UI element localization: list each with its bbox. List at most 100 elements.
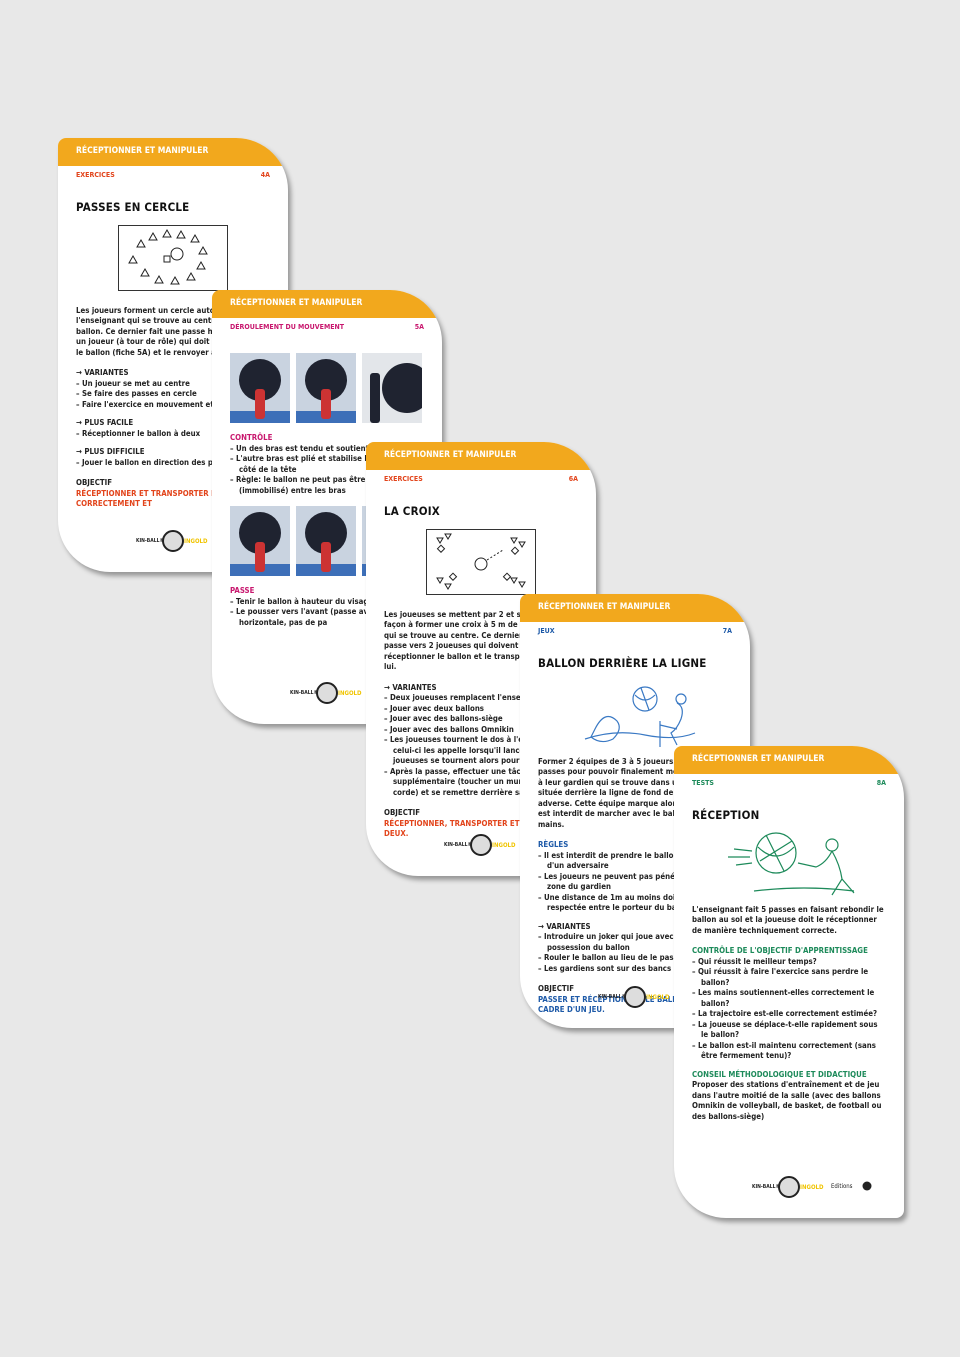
list-item: – Qui réussit à faire l'exercice sans pe… [692, 967, 869, 987]
list-item: – Faire l'exercice en mouvement et [76, 399, 214, 409]
list-item: – Jouer avec deux ballons [384, 703, 484, 713]
card-header: RÉCEPTIONNER ET MANIPULER [674, 746, 904, 774]
card-category: DÉROULEMENT DU MOUVEMENT [230, 323, 345, 331]
list-item: – Jouer avec des ballons-siège [384, 714, 503, 723]
kinball-label: KIN-BALL® [752, 1184, 780, 1190]
list-item: – Un des bras est tendu et soutient le b… [230, 443, 406, 453]
list-item: – Le ballon est-il maintenu correctement… [692, 1040, 876, 1061]
facile-list: – Réceptionner le ballon à deux [76, 429, 270, 440]
list-item: – Les gardiens sont sur des bancs [538, 963, 672, 973]
controle-title: CONTRÔLE DE L'OBJECTIF D'APPRENTISSAGE [692, 946, 868, 955]
controle-list: – Un des bras est tendu et soutient le b… [230, 444, 424, 497]
variantes-title: → VARIANTES [76, 368, 129, 377]
difficile-list: – Jouer le ballon en direction des p [76, 458, 270, 469]
ring-hole-icon [470, 834, 492, 856]
card-intro: Les joueurs forment un cercle autour de … [76, 305, 263, 357]
variantes-title: → VARIANTES [384, 682, 437, 692]
photo [362, 353, 422, 423]
list-item: – Tenir le ballon à hauteur du visage [230, 596, 374, 606]
objectif-text: RÉCEPTIONNER ET TRANSPORTER DE KIN-BALL … [76, 488, 261, 509]
card-body: RÉCEPTION L'enseignant fait 5 passes en … [674, 810, 904, 1122]
list-item: – Les joueurs ne peuvent pas pénétrer da… [538, 871, 721, 892]
photo-row-control [230, 353, 424, 423]
ingold-brand: INGOLD [338, 690, 362, 697]
kinball-label: KIN-BALL® [136, 538, 164, 544]
objectif-text: RÉCEPTIONNER, TRANSPORTER ET BALLON À DE… [384, 818, 562, 839]
photo [230, 353, 290, 423]
ring-hole-icon [624, 986, 646, 1008]
list-item: – L'autre bras est plié et stabilise le … [230, 454, 406, 474]
card-category: EXERCICES [76, 171, 115, 179]
list-item: – Rouler le ballon au lieu de le passer [538, 953, 686, 962]
ingold-brand: INGOLD [646, 994, 670, 1001]
card-subheader: JEUX 7A [520, 622, 750, 635]
card-category: EXERCICES [384, 475, 423, 483]
ingold-brand: INGOLD [800, 1184, 824, 1191]
card-header: RÉCEPTIONNER ET MANIPULER [366, 442, 596, 470]
controle-list: – Qui réussit le meilleur temps? – Qui r… [692, 957, 886, 1062]
card-body: PASSES EN CERCLE Les joueurs forment un … [58, 202, 288, 510]
photo [296, 353, 356, 423]
list-item: – Jouer le ballon en direction des p [76, 457, 213, 467]
card-number: 5A [414, 323, 424, 331]
list-item: – Jouer avec des ballons Omnikin [384, 724, 514, 734]
ingold-brand: INGOLD [492, 842, 516, 849]
passe-list: – Tenir le ballon à hauteur du visage – … [230, 597, 424, 629]
list-item: – Deux joueuses remplacent l'enseignant [384, 693, 547, 702]
card-footer: KIN-BALL® INGOLD [520, 986, 750, 1008]
photo [296, 506, 356, 576]
list-item: – La joueuse se déplace-t-elle rapidemen… [692, 1019, 878, 1040]
circle-diagram [118, 224, 228, 291]
cross-diagram [426, 528, 536, 595]
card-number: 4A [260, 171, 270, 179]
card-title: PASSES EN CERCLE [76, 200, 190, 214]
list-item: – Après la passe, effectuer une tâche su… [384, 766, 569, 797]
card-header: RÉCEPTIONNER ET MANIPULER [212, 290, 442, 318]
card-number: 6A [568, 475, 578, 483]
kinball-label: KIN-BALL® [444, 842, 472, 848]
passe-title: PASSE [230, 586, 255, 595]
reception-illustration [728, 831, 855, 895]
variantes-list: – Un joueur se met au centre – Se faire … [76, 379, 270, 411]
card-category: JEUX [538, 627, 555, 635]
card-intro: Former 2 équipes de 3 à 5 joueurs. Elles… [538, 756, 732, 829]
card-header: RÉCEPTIONNER ET MANIPULER [520, 594, 750, 622]
variantes-list: – Introduire un joker qui joue avec l'éq… [538, 932, 732, 974]
facile-title: → PLUS FACILE [76, 418, 134, 427]
ring-hole-icon [316, 682, 338, 704]
regles-list: – Il est interdit de prendre le ballon d… [538, 851, 732, 914]
objectif-title: OBJECTIF [384, 808, 421, 817]
difficile-title: → PLUS DIFFICILE [76, 447, 145, 456]
card-number: 8A [876, 779, 886, 787]
card-title: RÉCEPTION [692, 808, 760, 822]
ingold-brand: INGOLD [184, 538, 208, 545]
card-reception-test: RÉCEPTIONNER ET MANIPULER TESTS 8A RÉCEP… [674, 746, 904, 1218]
card-intro: L'enseignant fait 5 passes en faisant re… [692, 904, 884, 935]
card-body: LA CROIX Les joueuses se mettent par 2 e… [366, 506, 596, 840]
list-item: – Se faire des passes en cercle [76, 389, 197, 398]
card-footer: KIN-BALL® INGOLD [366, 834, 596, 856]
card-header: RÉCEPTIONNER ET MANIPULER [58, 138, 288, 166]
list-item: – Une distance de 1m au moins doit être … [538, 892, 712, 913]
conseil-text: Proposer des stations d'entraînement et … [692, 1080, 882, 1121]
list-item: – Les joueuses tournent le dos à l'ensei… [384, 735, 578, 765]
ring-hole-icon [162, 530, 184, 552]
variantes-title: → VARIANTES [538, 921, 591, 931]
card-subheader: TESTS 8A [674, 774, 904, 787]
ring-hole-icon [778, 1176, 800, 1198]
card-subheader: DÉROULEMENT DU MOUVEMENT 5A [212, 318, 442, 331]
card-subheader: EXERCICES 6A [366, 470, 596, 483]
list-item: – Réceptionner le ballon à deux [76, 428, 201, 438]
card-category: TESTS [692, 779, 714, 787]
card-title: BALLON DERRIÈRE LA LIGNE [538, 656, 707, 670]
list-item: – Le pousser vers l'avant (passe avec tr… [230, 607, 422, 627]
photo [230, 506, 290, 576]
list-item: – Introduire un joker qui joue avec l'éq… [538, 932, 720, 952]
list-item: – Qui réussit le meilleur temps? [692, 956, 817, 966]
card-title: LA CROIX [384, 504, 440, 518]
objectif-title: OBJECTIF [538, 984, 575, 993]
list-item: – Les mains soutiennent-elles correcteme… [692, 988, 875, 1008]
kinball-label: KIN-BALL® [598, 994, 626, 1000]
objectif-title: OBJECTIF [76, 478, 113, 487]
list-item: – Règle: le ballon ne peut pas être tenu… [230, 475, 386, 495]
